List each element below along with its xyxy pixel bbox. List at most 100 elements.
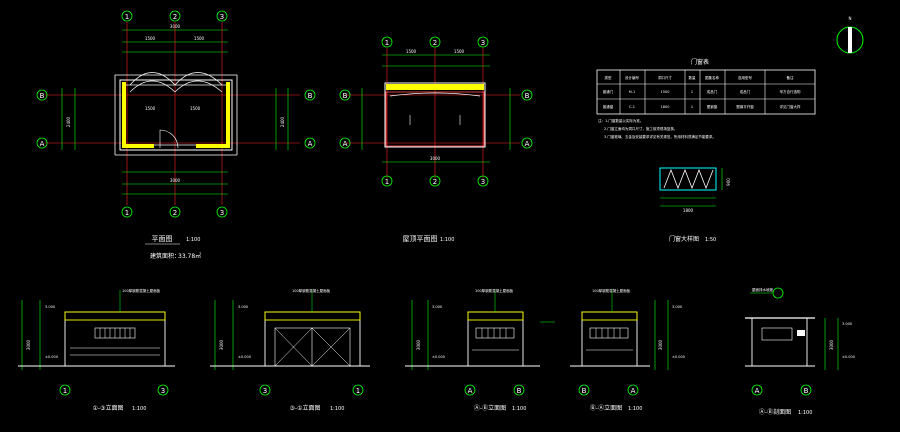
svg-text:3.000: 3.000 — [842, 322, 852, 326]
window-detail: 900 1800 门窗大样图 1:50 — [659, 167, 731, 243]
svg-text:成品门: 成品门 — [740, 89, 751, 94]
floor-plan-title: 平面图 — [152, 235, 173, 243]
grid-bubble-3-bottom: 3 — [216, 206, 228, 218]
svg-text:3.000: 3.000 — [432, 305, 442, 309]
grid-bubble-1-roof-bottom: 1 — [381, 175, 393, 187]
svg-text:3: 3 — [220, 13, 224, 21]
svg-text:3: 3 — [220, 209, 224, 217]
grid-bubble-2-roof-top: 2 — [429, 36, 441, 48]
svg-text:屋面排水坡度: 屋面排水坡度 — [752, 287, 773, 292]
svg-text:B: B — [40, 92, 45, 100]
grid-bubble-b-left: B — [36, 89, 48, 101]
svg-text:A: A — [308, 140, 313, 148]
grid-bubble-1-bottom: 1 — [121, 206, 133, 218]
svg-text:1800: 1800 — [661, 105, 670, 109]
grid-bubble-1-top: 1 — [121, 10, 133, 22]
svg-text:±0.000: ±0.000 — [45, 355, 58, 359]
window-detail-scale: 1:50 — [705, 237, 716, 243]
svg-text:备注: 备注 — [787, 75, 795, 80]
svg-text:100厚钢筋混凝土屋面板: 100厚钢筋混凝土屋面板 — [592, 288, 631, 293]
svg-text:±0.000: ±0.000 — [672, 355, 685, 359]
grid-bubble-a-roof-left: A — [339, 137, 351, 149]
svg-text:3: 3 — [263, 387, 267, 395]
svg-text:图集名称: 图集名称 — [705, 75, 719, 80]
table-header-row: 类型 设计编号 洞口尺寸 数量 图集名称 选用型号 备注 — [605, 75, 795, 80]
svg-text:1500: 1500 — [661, 90, 670, 94]
grid-bubble-a-left: A — [36, 137, 48, 149]
door-window-table: 门窗表 类型 设计编号 洞口尺寸 数量 图集名称 选用型号 备注 普通门 M-1… — [596, 58, 816, 139]
elevation-4-title: Ⓑ-Ⓐ立面图 — [590, 404, 622, 412]
svg-text:3000: 3000 — [658, 339, 663, 350]
svg-text:B: B — [308, 92, 313, 100]
elevation-a-b: 3000 3.000 ±0.000 100厚钢筋混凝土屋面板 A B Ⓐ-Ⓑ立面… — [405, 288, 555, 412]
door-window-table-title: 门窗表 — [691, 58, 709, 66]
svg-text:3: 3 — [481, 39, 485, 47]
svg-text:1: 1 — [125, 13, 129, 21]
grid-bubble-b-roof-right: B — [521, 89, 533, 101]
svg-text:3000: 3000 — [829, 339, 834, 350]
north-arrow-icon: N — [836, 16, 864, 54]
svg-text:普通窗: 普通窗 — [603, 104, 614, 109]
svg-text:1500: 1500 — [406, 49, 417, 54]
grid-bubble-b-right: B — [304, 89, 316, 101]
grid-bubble-2-bottom: 2 — [169, 206, 181, 218]
svg-text:±0.000: ±0.000 — [238, 355, 251, 359]
svg-text:2400: 2400 — [66, 116, 71, 127]
grid-bubble-2-top: 2 — [169, 10, 181, 22]
roof-plan: 1 2 3 1500 1500 B A — [339, 36, 533, 243]
svg-text:100厚钢筋混凝土屋面板: 100厚钢筋混凝土屋面板 — [292, 288, 331, 293]
svg-text:B: B — [517, 387, 522, 395]
grid-bubble-a-roof-right: A — [521, 137, 533, 149]
elevation-3-1: 3000 3.000 ±0.000 100厚钢筋混凝土屋面板 3 1 ③-①立面… — [210, 288, 370, 412]
svg-text:B: B — [525, 92, 530, 100]
svg-text:M-1: M-1 — [629, 90, 636, 94]
svg-text:2: 2 — [173, 209, 177, 217]
svg-text:详见门窗大样: 详见门窗大样 — [780, 104, 801, 109]
floor-plan-area-label: 建筑面积： — [150, 252, 180, 260]
svg-text:1: 1 — [385, 178, 389, 186]
svg-text:类型: 类型 — [605, 75, 613, 80]
svg-text:塑钢窗: 塑钢窗 — [707, 104, 718, 109]
svg-text:普通门: 普通门 — [603, 89, 614, 94]
floor-plan-area-value: 33.78㎡ — [178, 252, 201, 260]
svg-text:1: 1 — [63, 387, 67, 395]
svg-text:2: 2 — [173, 13, 177, 21]
table-note-3: 3.门窗玻璃、五金及安装要求详见有关规范，所用材料须满足节能要求。 — [604, 134, 716, 139]
svg-text:±0.000: ±0.000 — [432, 355, 445, 359]
elevation-b-a: 3000 3.000 ±0.000 100厚钢筋混凝土屋面板 B A Ⓑ-Ⓐ立面… — [570, 288, 685, 412]
svg-text:3000: 3000 — [170, 178, 181, 183]
svg-text:3.000: 3.000 — [672, 305, 682, 309]
grid-bubble-2-roof-bottom: 2 — [429, 175, 441, 187]
svg-text:C-1: C-1 — [629, 105, 635, 109]
svg-text:A: A — [525, 140, 530, 148]
svg-text:100厚钢筋混凝土屋面板: 100厚钢筋混凝土屋面板 — [475, 288, 514, 293]
svg-text:1: 1 — [356, 387, 360, 395]
svg-text:2400: 2400 — [280, 116, 285, 127]
svg-text:3000: 3000 — [416, 339, 421, 350]
svg-text:3000: 3000 — [430, 156, 441, 161]
grid-bubble-3-roof-bottom: 3 — [477, 175, 489, 187]
grid-bubble-3-top: 3 — [216, 10, 228, 22]
elevation-3-scale: 1:100 — [512, 406, 526, 412]
floor-plan-scale: 1:100 — [186, 237, 200, 243]
svg-text:3000: 3000 — [26, 339, 31, 350]
svg-text:1: 1 — [691, 105, 693, 109]
svg-text:3000: 3000 — [219, 339, 224, 350]
elevation-2-scale: 1:100 — [330, 406, 344, 412]
svg-text:100厚钢筋混凝土屋面板: 100厚钢筋混凝土屋面板 — [122, 288, 161, 293]
table-row: 普通窗 C-1 1800 1 塑钢窗 塑钢平开窗 详见门窗大样 — [603, 104, 801, 109]
table-note-1: 注：1.门窗数量以实际为准。 — [598, 118, 643, 123]
svg-text:N: N — [849, 16, 852, 21]
svg-text:数量: 数量 — [689, 75, 697, 80]
table-row: 普通门 M-1 1500 1 成品门 成品门 甲方自行选购 — [603, 89, 801, 94]
svg-text:2: 2 — [433, 178, 437, 186]
svg-text:3: 3 — [481, 178, 485, 186]
svg-text:B: B — [343, 92, 348, 100]
svg-text:A: A — [755, 387, 760, 395]
svg-text:3.000: 3.000 — [238, 305, 248, 309]
svg-text:1: 1 — [125, 209, 129, 217]
grid-bubble-3-roof-top: 3 — [477, 36, 489, 48]
svg-text:A: A — [468, 387, 473, 395]
roof-plan-scale: 1:100 — [440, 237, 454, 243]
